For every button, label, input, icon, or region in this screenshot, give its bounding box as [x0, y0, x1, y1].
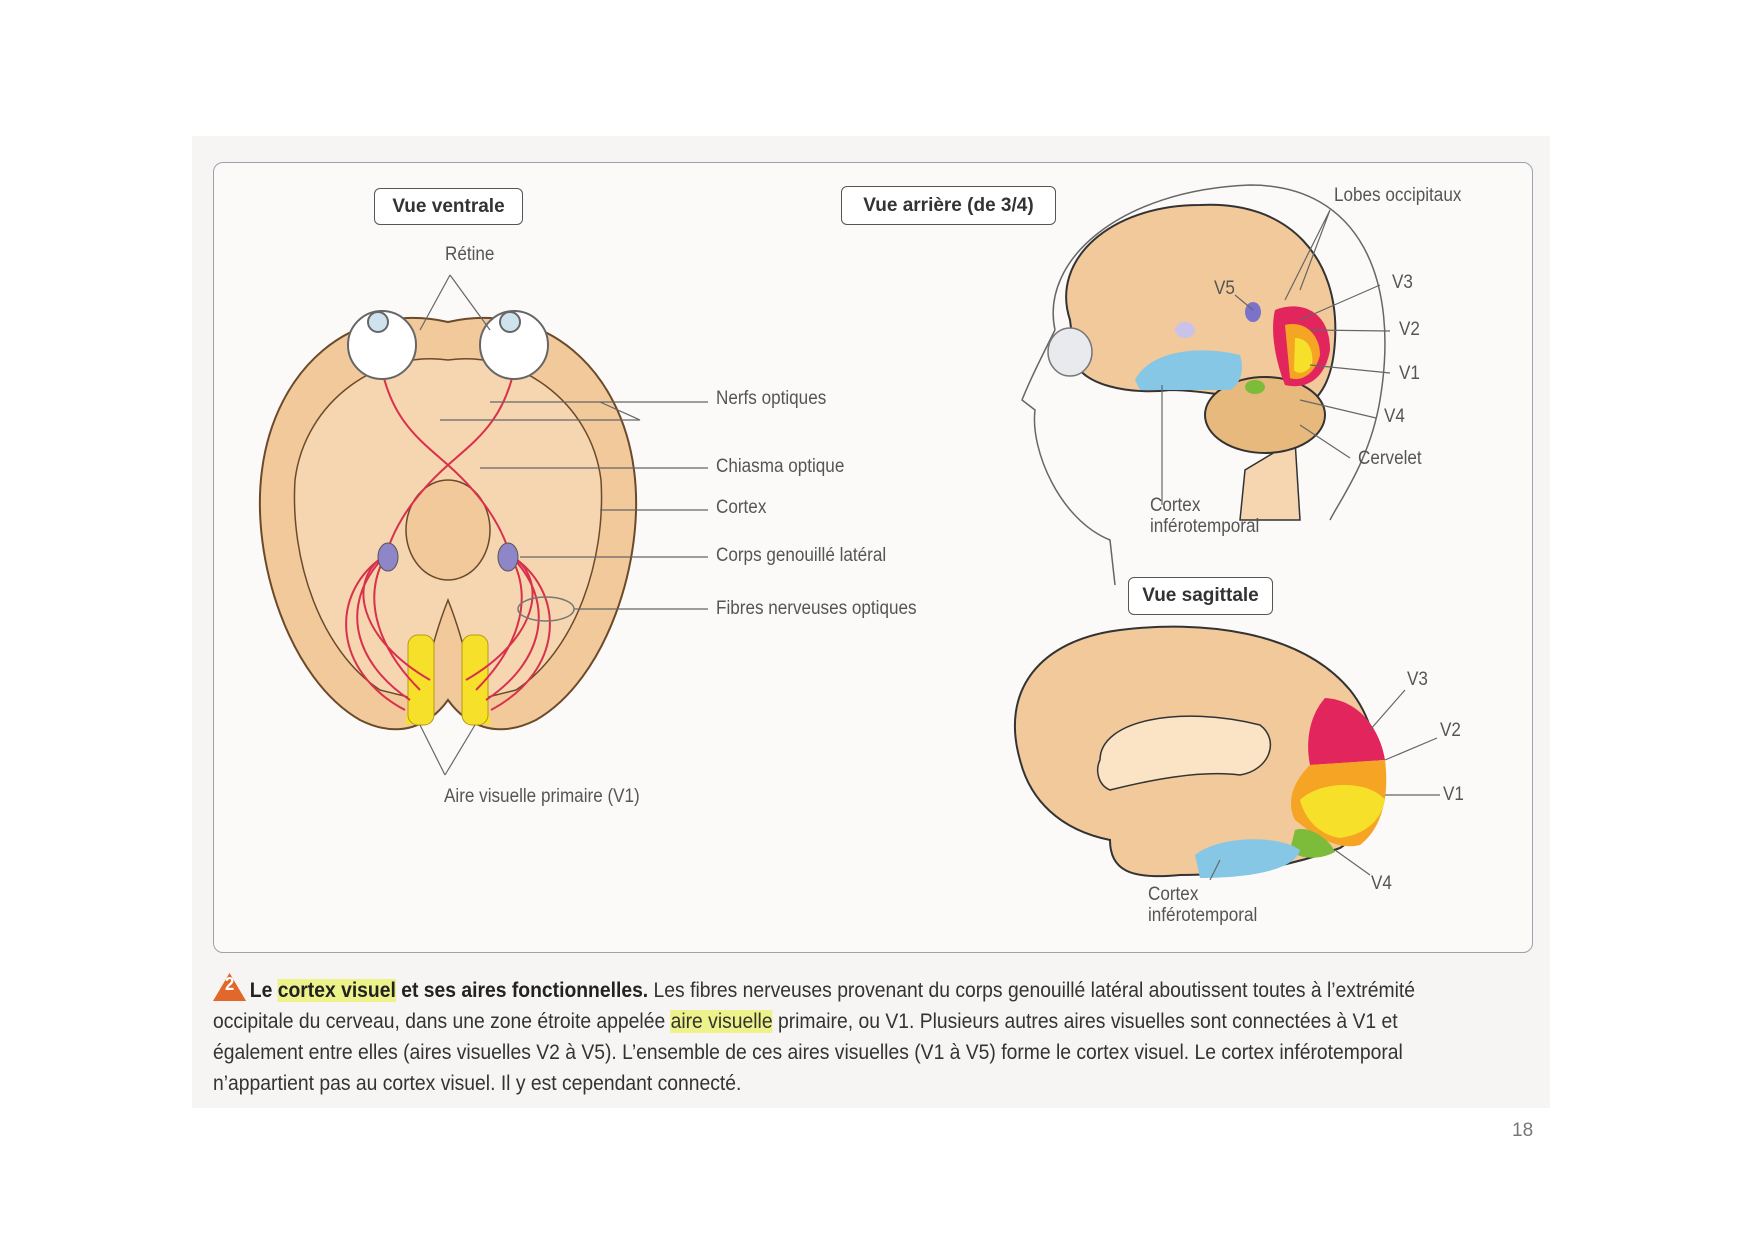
label-sag-v2: V2	[1440, 720, 1461, 741]
view-title-sagittal: Vue sagittale	[1128, 577, 1273, 615]
rear-view-brain	[1047, 203, 1337, 521]
ventral-brain	[258, 316, 638, 731]
label-cortex: Cortex	[716, 497, 767, 518]
label-rear-it-1: Cortex	[1150, 495, 1201, 516]
label-rear-v3: V3	[1392, 272, 1413, 293]
label-sag-v3: V3	[1407, 669, 1428, 690]
caption-title-2: et ses aires fonctionnelles.	[395, 979, 649, 1002]
rear-leader-lines	[1161, 209, 1391, 505]
label-optic-nerves: Nerfs optiques	[716, 388, 827, 409]
caption-title-1: Le	[249, 979, 278, 1002]
sagittal-leader-lines	[1209, 689, 1440, 881]
label-optic-chiasm: Chiasma optique	[716, 456, 845, 477]
sagittal-brain	[1014, 625, 1387, 878]
eyes	[347, 310, 549, 380]
label-cerebellum: Cervelet	[1358, 448, 1422, 469]
view-title-rear: Vue arrière (de 3/4)	[841, 186, 1056, 225]
caption-text-1: Les fibres nerveuses provenant du corps …	[213, 979, 1415, 1033]
lateral-geniculate	[377, 542, 519, 572]
rear-view-head	[1021, 184, 1386, 586]
figure-caption: 2 Le cortex visuel et ses aires fonction…	[213, 973, 1437, 1099]
page-number: 18	[1512, 1120, 1534, 1141]
figure-number: 2	[224, 974, 235, 994]
caption-highlight-aire: aire visuelle	[670, 1010, 773, 1033]
label-rear-v4: V4	[1384, 406, 1405, 427]
label-rear-v2: V2	[1399, 319, 1420, 340]
ventral-leader-lines	[419, 274, 708, 776]
label-rear-v1: V1	[1399, 363, 1420, 384]
figure-number-triangle-icon: 2	[213, 973, 247, 1001]
caption-text-2: primaire, ou V1. Plusieurs autres aires …	[213, 1010, 1403, 1095]
label-rear-v5: V5	[1214, 278, 1235, 299]
label-rear-it-2: inférotemporal	[1150, 516, 1260, 537]
view-title-ventral: Vue ventrale	[374, 188, 523, 225]
label-lgn: Corps genouillé latéral	[716, 545, 887, 566]
caption-highlight-cortex: cortex visuel	[277, 979, 396, 1002]
optic-pathways	[345, 359, 551, 711]
label-retina: Rétine	[445, 244, 495, 265]
label-primary-visual-area: Aire visuelle primaire (V1)	[444, 786, 640, 807]
label-sag-it-2: inférotemporal	[1148, 905, 1258, 926]
label-sag-it-1: Cortex	[1148, 884, 1199, 905]
label-optic-fibers: Fibres nerveuses optiques	[716, 598, 917, 619]
label-sag-v1: V1	[1443, 784, 1464, 805]
label-occipital-lobes: Lobes occipitaux	[1334, 185, 1462, 206]
label-sag-v4: V4	[1371, 873, 1392, 894]
